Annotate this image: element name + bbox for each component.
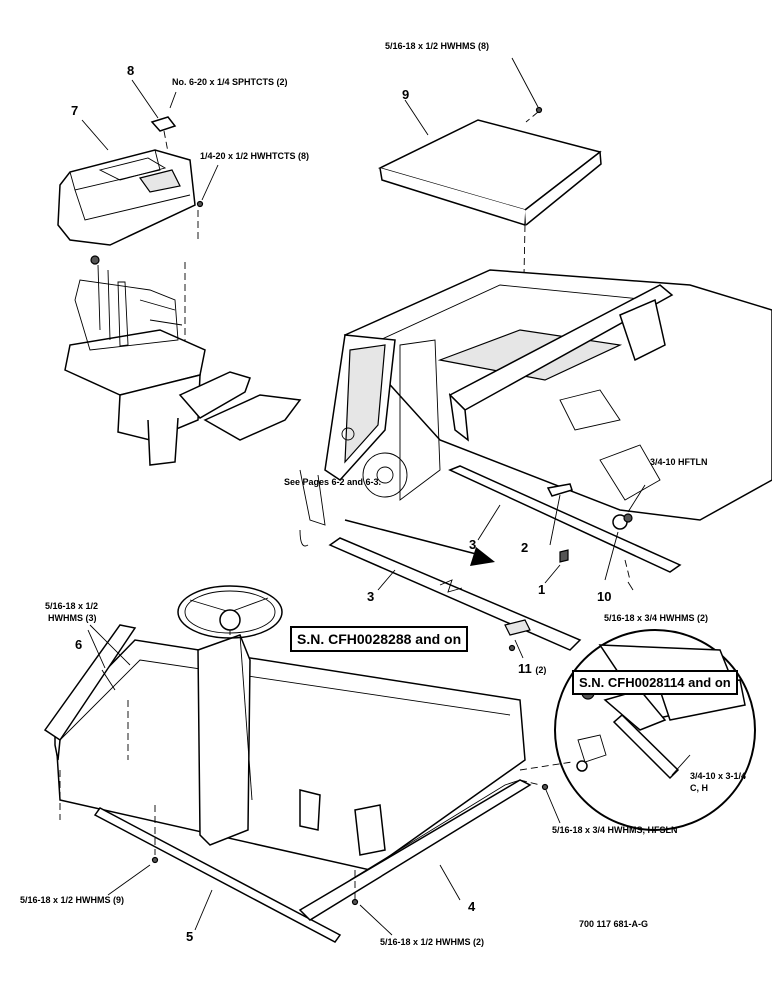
knob-icon [90,255,100,265]
skid-part-3-upper [448,465,682,591]
side-panel-part-4 [298,779,561,936]
callout-7: 7 [71,103,79,118]
leader-7 [81,119,109,151]
side-panel-part-5 [93,805,342,943]
callout-10: 10 [597,589,612,604]
callout-8: 8 [127,63,135,78]
hardware-label-screw-8: No. 6-20 x 1/4 SPHTCTS (2) [172,77,288,87]
serial-note-cfh0028114: S.N. CFH0028114 and on [572,670,738,695]
hardware-label-screw-9: 5/16-18 x 1/2 HWHMS (8) [385,41,490,51]
callout-9: 9 [402,87,410,102]
wheel-hub-icon [362,452,408,498]
main-frame [299,269,772,547]
screw-icon [196,200,204,208]
screw-icon [351,898,359,906]
screw-icon [541,783,549,791]
hardware-label-screw-5: 5/16-18 x 1/2 HWHMS (9) [20,895,125,905]
callout-5: 5 [186,929,194,944]
hardware-label-screw-4: 5/16-18 x 1/2 HWHMS (2) [380,937,485,947]
hardware-label-screw-10: 5/16-18 x 3/4 HWHMS (2) [604,613,709,623]
serial-note-cfh0028288: S.N. CFH0028288 and on [290,626,469,652]
leader-screw-6 [89,624,131,666]
spacer-icon [559,549,569,563]
callout-11-qty: (2) [535,665,547,675]
callout-3-upper: 3 [469,537,477,552]
hardware-label-screw-6-line1: 5/16-18 x 1/2 [45,601,99,611]
screw-icon [508,644,516,652]
callout-11: 11 (2) [518,662,546,675]
skid-part-3-lower [328,537,582,659]
bolt-icon [612,713,680,780]
console-cover-part-7 [57,149,196,246]
leader-8 [131,79,159,119]
callout-2: 2 [521,540,529,555]
hardware-label-screw-hfsln: 5/16-18 x 3/4 HWHMS, HFSLN [552,825,678,835]
callout-3-lower: 3 [367,589,375,604]
alignment-line [184,210,199,355]
steering-wheel-icon [177,585,283,639]
hardware-label-bolt-line2: C, H [690,783,708,793]
reference-see-pages: See Pages 6-2 and 6-3. [284,477,382,487]
panel-cover-part-9 [377,57,602,276]
screw-icon [151,856,159,864]
callout-6: 6 [75,637,83,652]
hardware-label-screw-7: 1/4-20 x 1/2 HWHTCTS (8) [200,151,310,161]
operator-platform [43,585,526,871]
callout-4: 4 [468,899,476,914]
side-rail-part-6 [43,624,137,742]
arrow-head-icon [470,547,495,566]
hardware-label-screw-6-line2: HWHMS (3) [48,613,97,623]
drawing-number: 700 117 681-A-G [579,919,649,929]
callout-11-number: 11 [518,661,532,676]
hardware-label-bolt-line1: 3/4-10 x 3-1/4 [690,771,747,781]
screw-icon [535,106,543,114]
inset-detail [519,629,756,831]
nut-icon [623,513,633,523]
callout-1: 1 [538,582,546,597]
leader-screw-7 [201,164,219,201]
arrow-line [344,519,481,556]
hardware-label-nut-hftln: 3/4-10 HFTLN [650,457,708,467]
small-cover-part-8 [150,91,177,153]
leader-6 [87,629,106,669]
control-pedestal [64,255,302,466]
